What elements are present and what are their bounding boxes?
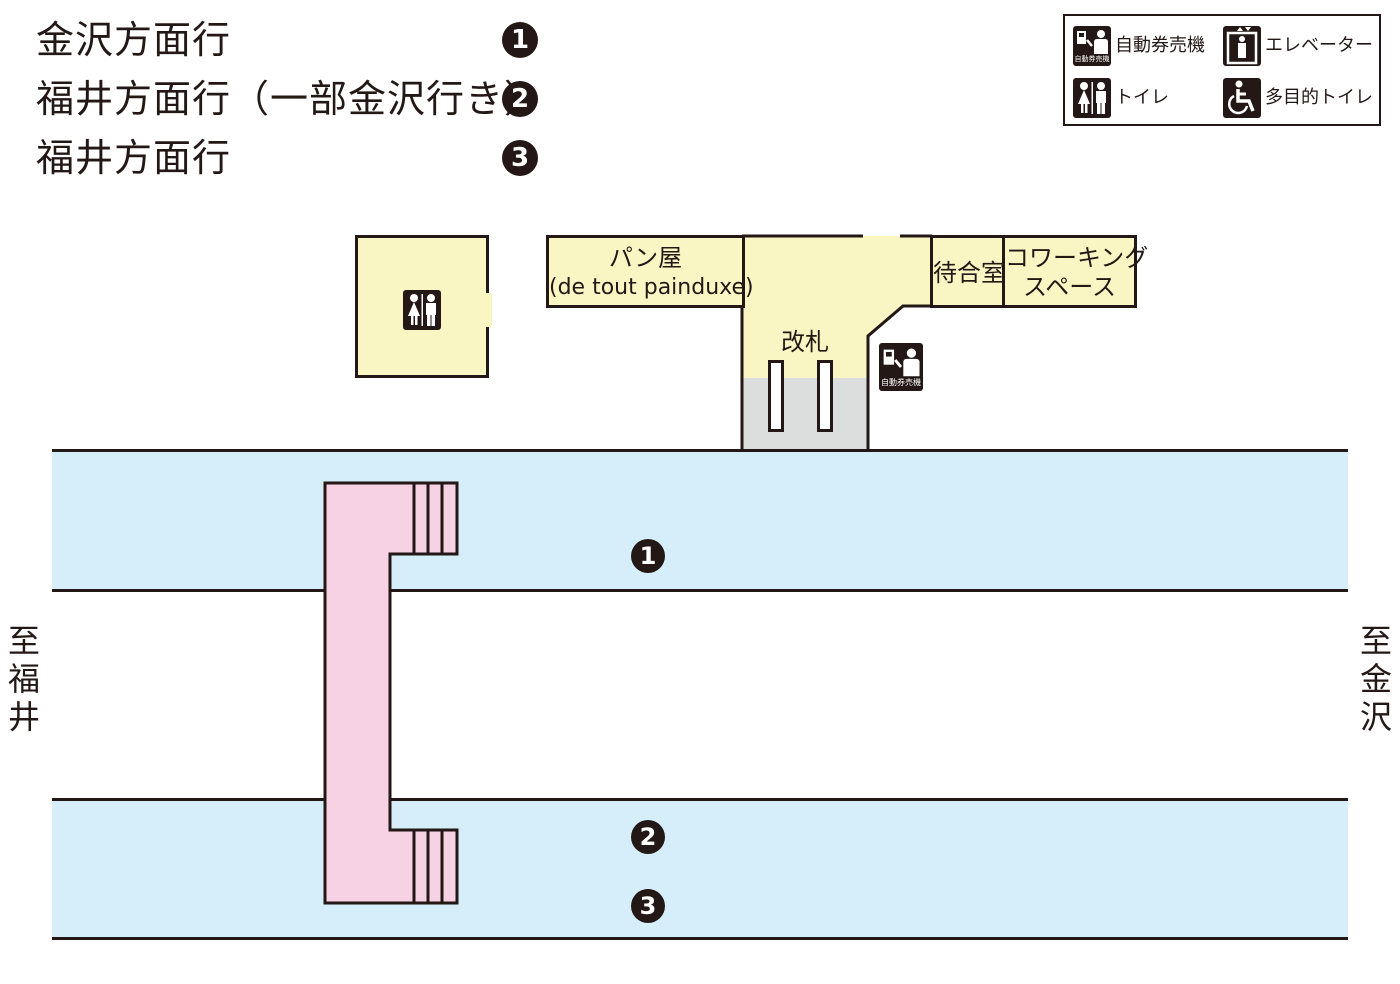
bakery-name: パン屋 (608, 244, 683, 272)
ticket-gate-label: 改札 (781, 328, 829, 356)
accessible-toilet-icon (1223, 78, 1261, 118)
track-legend-3: 福井方面行 3 (36, 130, 556, 186)
gate-passage (742, 378, 868, 450)
track-destination: 福井方面行 (36, 136, 232, 180)
concourse-floor (742, 236, 932, 378)
toilet-icon (403, 290, 441, 330)
direction-char: 金 (1360, 660, 1393, 698)
track-destination: 福井方面行（一部金沢行き） (36, 77, 544, 121)
ticket-machine-icon-label: 自動券売機 (881, 378, 921, 387)
coworking-label-line1: コワーキング (1005, 244, 1149, 272)
track-legend-1: 金沢方面行 1 (36, 12, 556, 68)
legend-accessible-toilet: 多目的トイレ (1223, 78, 1373, 118)
toilet-room (355, 235, 492, 378)
ticket-gate-right (817, 360, 833, 432)
ticket-machine-icon: 自動券売機 (879, 343, 923, 391)
track-destination: 金沢方面行 (36, 18, 232, 62)
legend-label: エレベーター (1265, 35, 1373, 56)
toilet-room-doorway (486, 293, 492, 327)
ticket-machine-icon-label: 自動券売機 (1074, 55, 1110, 63)
bakery: パン屋 (de tout painduxe) (546, 235, 754, 308)
stairs-upper (412, 483, 444, 554)
legend-ticket-machine: 自動券売機 自動券売機 (1073, 26, 1223, 66)
direction-char: 至 (1360, 622, 1393, 660)
direction-char: 至 (8, 622, 41, 660)
elevator-icon (1223, 26, 1261, 66)
platform-number-3: 3 (631, 889, 665, 923)
coworking-space: コワーキング スペース (1002, 235, 1149, 308)
direction-char: 井 (8, 698, 41, 736)
legend-elevator: エレベーター (1223, 26, 1373, 66)
track-number-badge: 2 (502, 81, 538, 117)
coworking-label-line2: スペース (1022, 273, 1117, 301)
ticket-machine-icon: 自動券売機 (1073, 26, 1111, 66)
track-number-badge: 3 (502, 140, 538, 176)
track-legend-2: 福井方面行（一部金沢行き） 2 (36, 71, 556, 127)
platform-2-3 (52, 800, 1348, 938)
platform-number-2: 2 (631, 820, 665, 854)
legend-label: 多目的トイレ (1265, 87, 1373, 108)
ticket-gate-left (768, 360, 784, 432)
direction-char: 福 (8, 660, 41, 698)
platform-edge (52, 589, 1348, 592)
bakery-subname: (de tout painduxe) (549, 275, 754, 300)
legend-toilet: トイレ (1073, 78, 1223, 118)
legend-label: 自動券売機 (1115, 35, 1205, 56)
platform-number-1: 1 (631, 539, 665, 573)
direction-char: 沢 (1360, 698, 1393, 736)
toilet-icon (1073, 78, 1111, 118)
facility-legend: 自動券売機 自動券売機 エレベーター (1063, 14, 1381, 126)
platform-edge (52, 449, 1348, 452)
platform-1 (52, 450, 1348, 590)
waiting-room-label: 待合室 (933, 259, 1005, 287)
overpass-body (323, 481, 459, 905)
direction-fukui: 至 福 井 (8, 622, 40, 736)
track-number-badge: 1 (502, 22, 538, 58)
platform-edge (52, 937, 1348, 940)
legend-label: トイレ (1115, 87, 1169, 108)
platform-edge (52, 798, 1348, 801)
stairs-lower (412, 830, 444, 903)
direction-kanazawa: 至 金 沢 (1360, 622, 1392, 736)
